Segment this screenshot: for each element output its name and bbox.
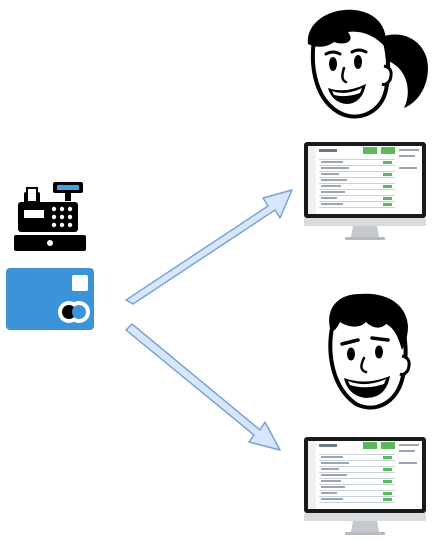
desktop-monitor-icon [303,141,427,241]
desktop-monitor-icon [303,436,427,536]
man-face-icon [316,290,416,414]
payment-card-icon [6,268,94,330]
arrow-to-woman [120,180,300,310]
cash-register-icon [12,180,88,252]
woman-face-icon [300,4,434,120]
arrow-to-man [120,318,290,458]
